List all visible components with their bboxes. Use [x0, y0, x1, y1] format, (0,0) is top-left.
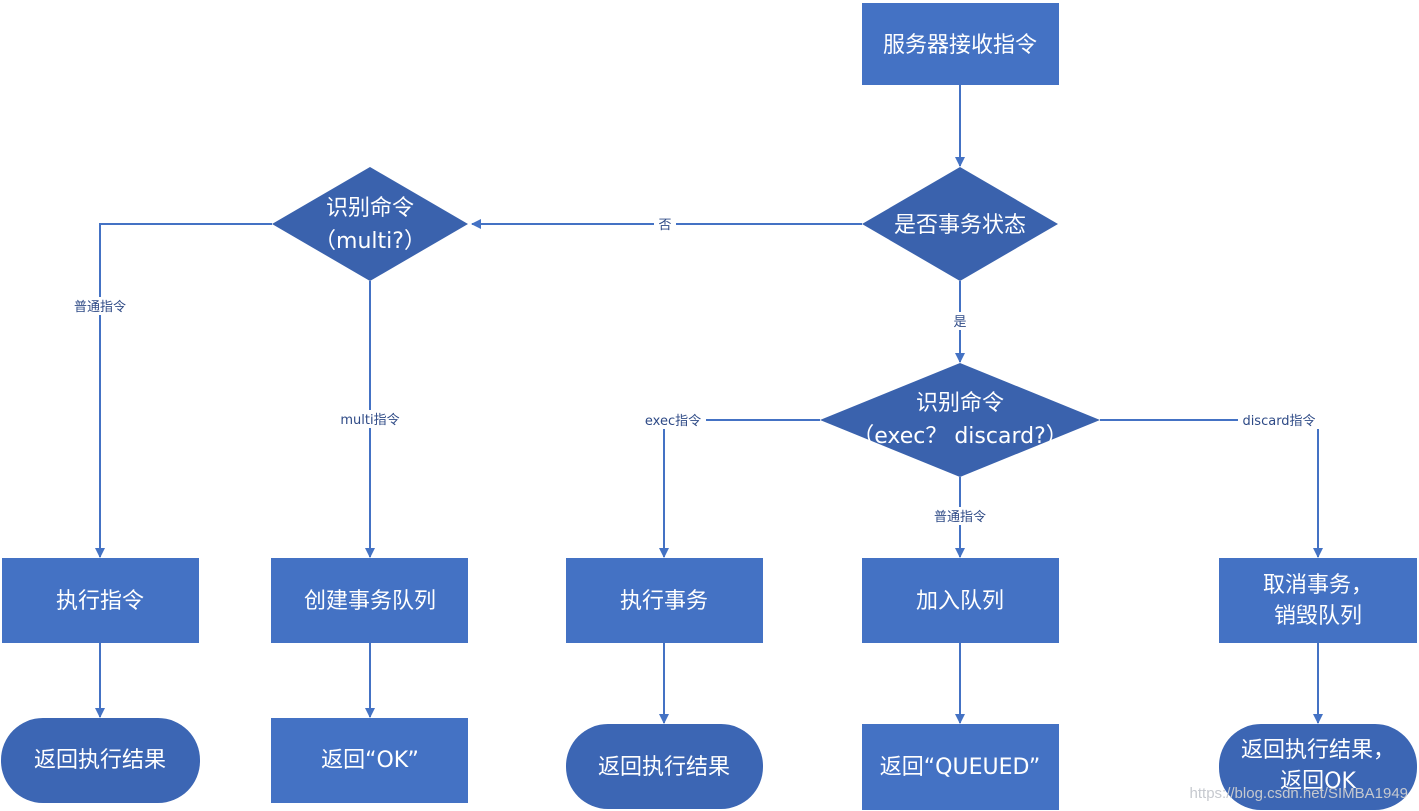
svg-text:是否事务状态: 是否事务状态	[894, 213, 1026, 238]
svg-text:（exec？ discard?）: （exec？ discard?）	[852, 424, 1068, 449]
process-execute-command: 执行指令	[2, 558, 199, 643]
svg-text:服务器接收指令: 服务器接收指令	[883, 33, 1037, 58]
svg-text:返回执行结果: 返回执行结果	[598, 755, 730, 780]
process-cancel-transaction: 取消事务， 销毁队列	[1219, 558, 1417, 643]
svg-text:multi指令: multi指令	[340, 413, 399, 428]
svg-text:discard指令: discard指令	[1242, 414, 1315, 429]
decision-identify-multi: 识别命令 （multi?）	[272, 167, 468, 281]
edge-label-exec-command: exec指令	[640, 411, 706, 429]
svg-text:普通指令: 普通指令	[934, 510, 986, 525]
svg-text:返回“QUEUED”: 返回“QUEUED”	[880, 755, 1040, 780]
svg-text:exec指令: exec指令	[645, 414, 701, 429]
edge-label-no: 否	[654, 215, 676, 233]
svg-text:执行事务: 执行事务	[620, 589, 708, 614]
output-return-queued: 返回“QUEUED”	[862, 724, 1059, 810]
decision-identify-exec: 识别命令 （exec？ discard?）	[820, 363, 1100, 477]
svg-text:返回执行结果: 返回执行结果	[34, 748, 166, 773]
edge-label-discard-command: discard指令	[1238, 411, 1320, 429]
edge-label-yes: 是	[949, 312, 971, 330]
decision-is-transaction: 是否事务状态	[862, 167, 1058, 281]
terminal-return-result-ok: 返回执行结果， 返回OK	[1219, 724, 1417, 810]
edge-label-normal-command-2: 普通指令	[926, 507, 994, 525]
process-create-queue: 创建事务队列	[271, 558, 468, 643]
svg-text:执行指令: 执行指令	[56, 589, 144, 614]
terminal-return-result-2: 返回执行结果	[566, 724, 763, 809]
svg-text:返回OK: 返回OK	[1280, 769, 1356, 794]
edge-multi-normal	[95, 223, 272, 558]
node-server-receive: 服务器接收指令	[862, 3, 1059, 85]
svg-text:（multi?）: （multi?）	[314, 229, 426, 254]
edge-label-multi-command: multi指令	[334, 410, 406, 428]
process-enqueue: 加入队列	[862, 558, 1059, 643]
svg-text:是: 是	[953, 315, 966, 330]
svg-text:识别命令: 识别命令	[326, 196, 414, 221]
edge-exec-discard	[1100, 419, 1323, 558]
svg-text:创建事务队列: 创建事务队列	[304, 589, 436, 614]
process-execute-transaction: 执行事务	[566, 558, 763, 643]
svg-text:加入队列: 加入队列	[916, 589, 1004, 614]
edge-exec-exec	[659, 419, 820, 558]
svg-text:取消事务，: 取消事务，	[1263, 573, 1373, 598]
svg-text:否: 否	[658, 218, 671, 233]
watermark-text: https://blog.csdn.net/SIMBA1949	[1190, 785, 1408, 802]
svg-text:返回执行结果，: 返回执行结果，	[1241, 738, 1395, 763]
svg-text:识别命令: 识别命令	[916, 391, 1004, 416]
svg-text:普通指令: 普通指令	[74, 300, 126, 315]
output-return-ok: 返回“OK”	[271, 718, 468, 803]
terminal-return-result-1: 返回执行结果	[1, 718, 200, 803]
edge-label-normal-command-1: 普通指令	[66, 297, 134, 315]
svg-text:销毁队列: 销毁队列	[1274, 604, 1362, 629]
svg-text:返回“OK”: 返回“OK”	[321, 748, 419, 773]
